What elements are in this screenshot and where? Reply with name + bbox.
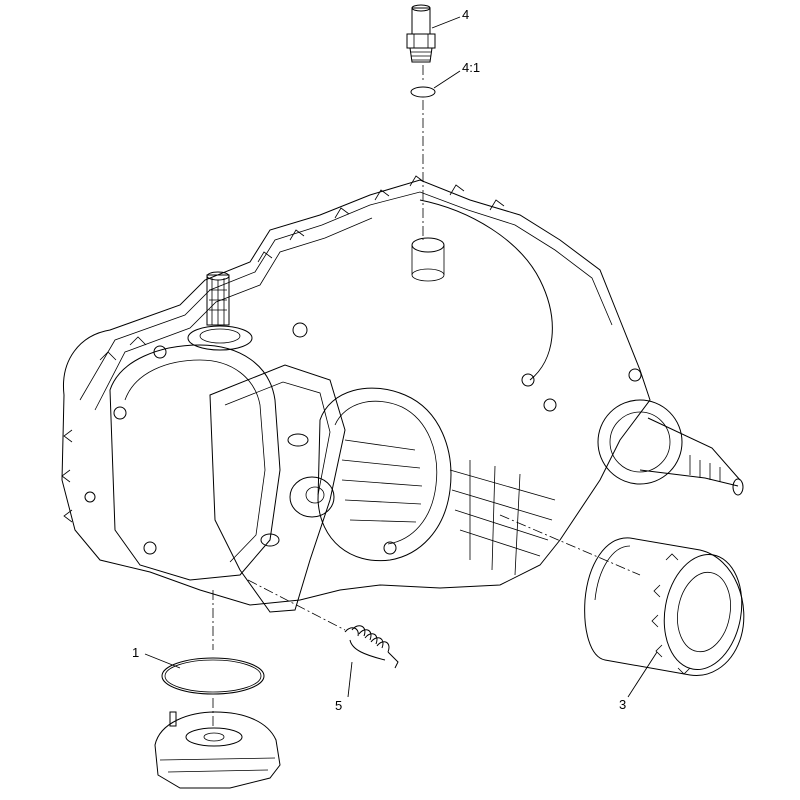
callout-5: 5 bbox=[335, 698, 342, 713]
leader-4 bbox=[431, 16, 461, 29]
o-ring-part-4-1 bbox=[410, 86, 436, 98]
filter-base-cover bbox=[154, 711, 281, 789]
fitting-part-4 bbox=[406, 4, 436, 63]
callout-4-1: 4:1 bbox=[462, 60, 480, 75]
spring-part-5 bbox=[344, 625, 399, 669]
callout-1: 1 bbox=[132, 645, 139, 660]
oil-filter-part-3 bbox=[584, 537, 745, 677]
o-ring-part-1 bbox=[161, 657, 265, 695]
assembly-centerline-3 bbox=[499, 514, 641, 576]
assembly-centerline-5 bbox=[247, 579, 346, 631]
callout-3: 3 bbox=[619, 697, 626, 712]
leader-1 bbox=[144, 653, 181, 669]
leader-5 bbox=[347, 661, 353, 698]
transaxle-housing bbox=[61, 175, 651, 613]
leader-4-1 bbox=[433, 70, 461, 89]
axle-output bbox=[597, 399, 744, 496]
leader-3 bbox=[627, 651, 658, 698]
callout-4: 4 bbox=[462, 7, 469, 22]
